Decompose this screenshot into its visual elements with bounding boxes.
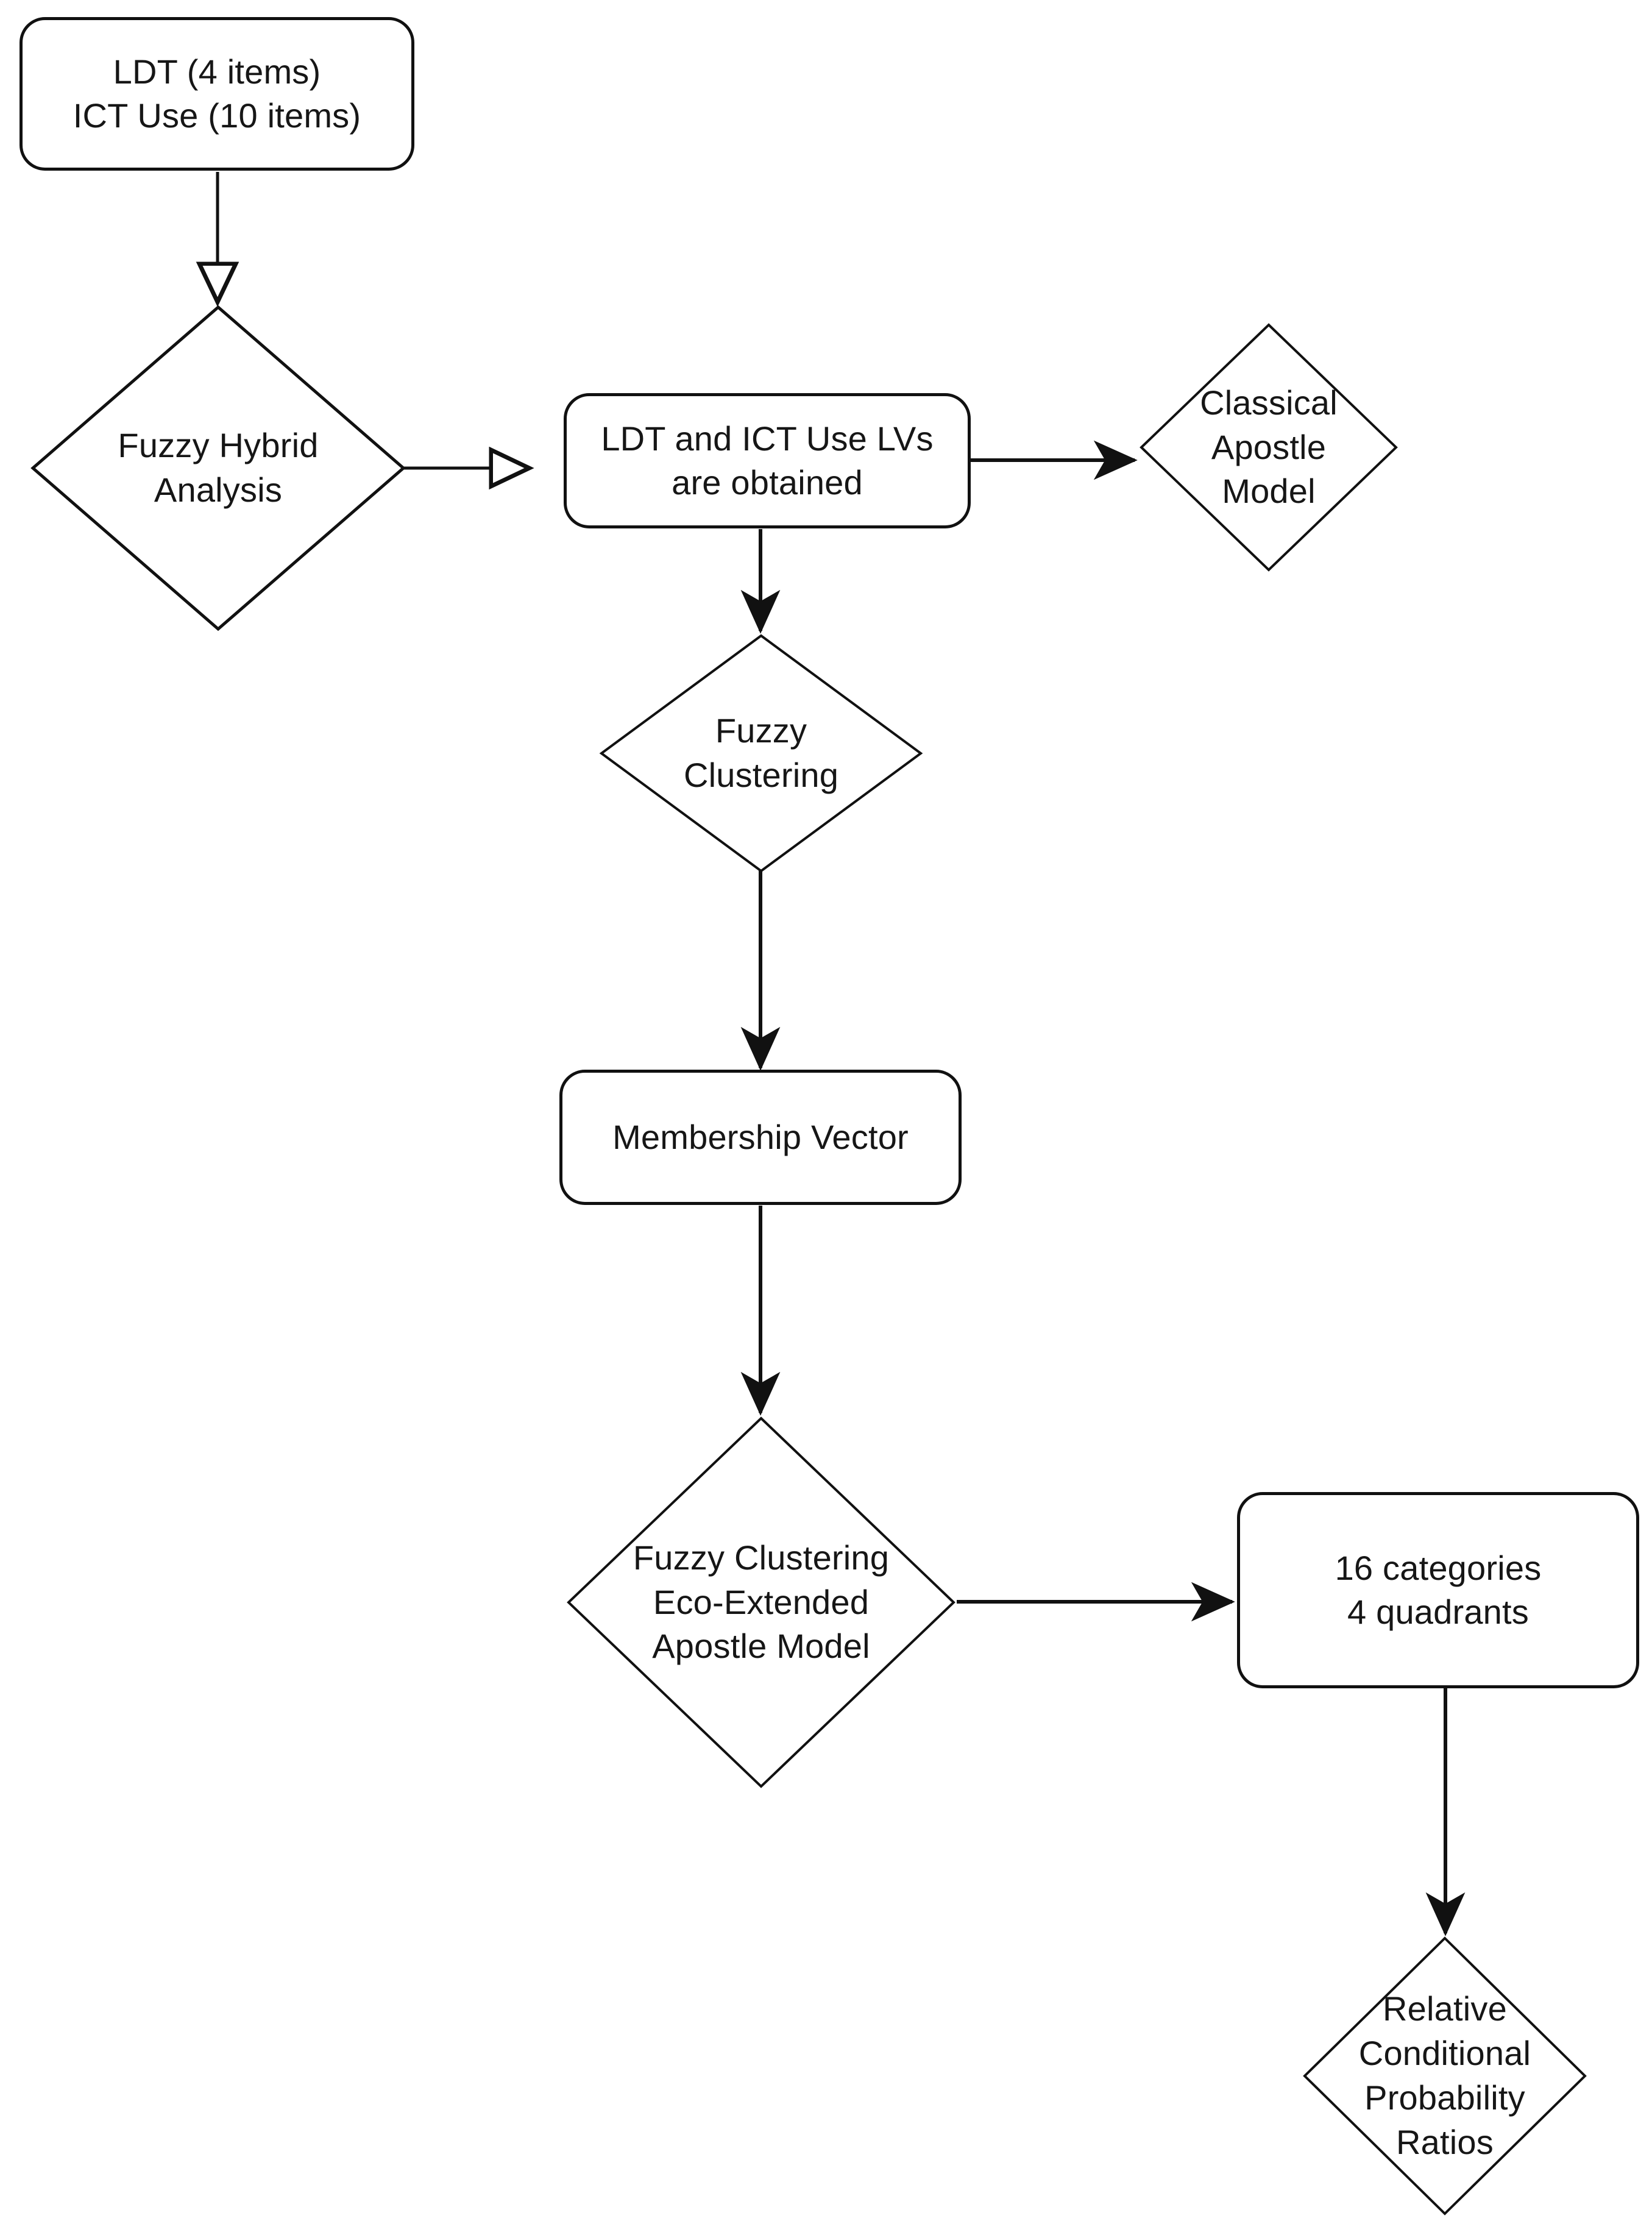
categories-quadrants-box-label: 16 categories 4 quadrants bbox=[1335, 1549, 1542, 1631]
eco-extended-apostle-model-label: Fuzzy Clustering Eco-Extended Apostle Mo… bbox=[633, 1538, 890, 1666]
diamond-shape bbox=[598, 633, 924, 874]
node-eco-extended-apostle-model[interactable]: Fuzzy Clustering Eco-Extended Apostle Mo… bbox=[565, 1415, 957, 1789]
node-categories-quadrants-box[interactable]: 16 categories 4 quadrants bbox=[1237, 1492, 1639, 1688]
node-fuzzy-clustering[interactable]: Fuzzy Clustering bbox=[598, 633, 924, 874]
node-lvs-obtained-box[interactable]: LDT and ICT Use LVs are obtained bbox=[564, 393, 971, 528]
membership-vector-box-label: Membership Vector bbox=[612, 1118, 909, 1157]
relative-conditional-probability-ratios-label: Relative Conditional Probability Ratios bbox=[1358, 1989, 1531, 2161]
diamond-shape bbox=[29, 304, 407, 633]
node-inputs-box[interactable]: LDT (4 items) ICT Use (10 items) bbox=[19, 17, 414, 171]
node-fuzzy-hybrid-analysis[interactable]: Fuzzy Hybrid Analysis bbox=[29, 304, 407, 633]
diamond-shape bbox=[1138, 322, 1399, 573]
fuzzy-clustering-label: Fuzzy Clustering bbox=[683, 711, 839, 794]
node-relative-conditional-probability-ratios[interactable]: Relative Conditional Probability Ratios bbox=[1302, 1935, 1588, 2217]
diamond-shape bbox=[1302, 1935, 1588, 2217]
node-classical-apostle-model[interactable]: Classical Apostle Model bbox=[1138, 322, 1399, 573]
classical-apostle-model-label: Classical Apostle Model bbox=[1200, 383, 1338, 511]
inputs-box-label: LDT (4 items) ICT Use (10 items) bbox=[73, 52, 361, 135]
fuzzy-hybrid-analysis-label: Fuzzy Hybrid Analysis bbox=[118, 426, 319, 509]
lvs-obtained-box-label: LDT and ICT Use LVs are obtained bbox=[601, 419, 934, 502]
diamond-shape bbox=[565, 1415, 957, 1789]
node-membership-vector-box[interactable]: Membership Vector bbox=[559, 1070, 962, 1205]
